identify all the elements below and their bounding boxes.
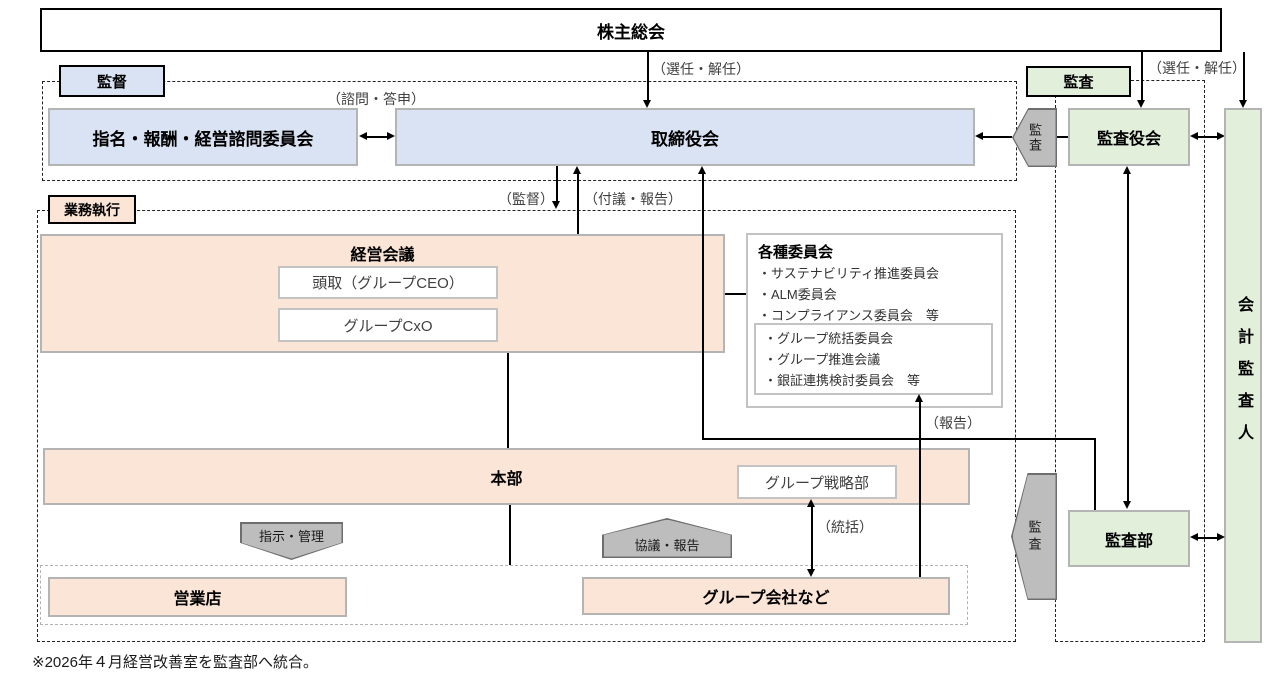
arrowhead-referral (573, 166, 581, 174)
audit-department-box: 監査部 (1068, 510, 1190, 567)
line-groupco-report (919, 401, 921, 577)
advisory-committee-box: 指名・報酬・経営諮問委員会 (48, 108, 358, 166)
arrowhead-groupco-report (915, 394, 923, 402)
line-headquarters-container (509, 505, 511, 565)
line-audit-to-board (979, 136, 1012, 138)
audit-tag: 監査 (1026, 66, 1131, 97)
line-shareholders-to-board (647, 52, 649, 100)
line-council-headquarters (507, 353, 509, 448)
shareholders-meeting-box: 株主総会 (40, 8, 1222, 52)
execution-tag: 業務執行 (48, 195, 136, 224)
committee-item: ・サステナビリティ推進委員会 (758, 266, 939, 281)
arrowhead-advisory-left (359, 132, 367, 140)
arrowhead-to-board (643, 100, 651, 108)
accounting-auditor-label: 会計監査人 (1235, 295, 1252, 456)
line-auditors-auditdept (1127, 172, 1129, 504)
line-shareholders-to-accounting-auditor (1243, 52, 1245, 100)
group-committees-subbox: ・グループ統括委員会 ・グループ推進会議 ・銀証連携検討委員会 等 (754, 323, 993, 395)
line-auditors-accounting (1194, 136, 1220, 138)
arrowhead-control-down (807, 569, 815, 577)
line-pentagon-to-auditors (1055, 136, 1068, 138)
group-committee-item: ・グループ統括委員会 (764, 331, 894, 346)
line-control (811, 505, 813, 571)
appoint-dismiss-label-left: （選任・解任） (652, 61, 750, 77)
execution-region-frame (37, 210, 1016, 642)
arrowhead-to-accounting-auditor (1239, 100, 1247, 108)
consult-report-label: （諮問・答申） (327, 91, 425, 107)
appoint-dismiss-label-right: （選任・解任） (1148, 60, 1246, 76)
line-auditdept-report-down (1094, 438, 1096, 510)
supervise-label: （監督） (498, 191, 554, 207)
board-of-directors-box: 取締役会 (395, 108, 975, 166)
arrowhead-auditors-acc-l (1190, 132, 1198, 140)
arrowhead-control-up (807, 499, 815, 507)
ceo-box: 頭取（グループCEO） (278, 266, 498, 299)
line-supervise-down (556, 166, 558, 202)
sales-branches-box: 営業店 (48, 577, 347, 617)
line-advisory-board (364, 136, 390, 138)
arrowhead-auditdept-up (1123, 166, 1131, 174)
group-companies-box: グループ会社など (582, 577, 950, 615)
footnote: ※2026年４月経営改善室を監査部へ統合。 (32, 654, 318, 671)
line-auditdept-report-horizontal (702, 438, 1095, 440)
group-committee-item: ・グループ推進会議 (764, 352, 881, 367)
arrowhead-auditors-acc-r (1217, 132, 1225, 140)
committee-item: ・ALM委員会 (758, 287, 837, 302)
committees-title: 各種委員会 (758, 244, 834, 261)
arrowhead-advisory-right (387, 132, 395, 140)
supervision-tag: 監督 (59, 65, 165, 97)
subsidiaries-container-frame (40, 565, 968, 625)
group-committee-item: ・銀証連携検討委員会 等 (764, 373, 921, 388)
management-council-title: 経営会議 (350, 247, 415, 264)
arrowhead-auditdept-down (1123, 501, 1131, 509)
arrowhead-auditdept-acc-l (1190, 533, 1198, 541)
committee-item: ・コンプライアンス委員会 等 (758, 308, 939, 323)
arrowhead-audit-to-board (975, 132, 983, 140)
arrowhead-supervise (552, 201, 560, 209)
arrowhead-to-auditors (1137, 100, 1145, 108)
accounting-auditor-box: 会計監査人 (1224, 108, 1262, 643)
control-label: （統括） (817, 519, 873, 535)
line-council-committees (725, 293, 746, 295)
board-of-auditors-box: 監査役会 (1068, 108, 1190, 166)
line-referral-up (577, 173, 579, 235)
cxo-box: グループCxO (278, 308, 498, 342)
line-shareholders-to-auditors (1141, 52, 1143, 100)
line-auditdept-report-up (702, 173, 704, 439)
audit-chip-top: 監査 (1012, 108, 1057, 167)
referral-label: （付議・報告） (584, 191, 682, 207)
line-auditdept-accounting (1194, 537, 1220, 539)
report-label: （報告） (925, 415, 981, 431)
arrowhead-auditdept-acc-r (1217, 533, 1225, 541)
group-strategy-box: グループ戦略部 (737, 465, 897, 499)
arrowhead-auditdept-report (698, 166, 706, 174)
audit-chip-bottom: 監査 (1011, 473, 1057, 600)
